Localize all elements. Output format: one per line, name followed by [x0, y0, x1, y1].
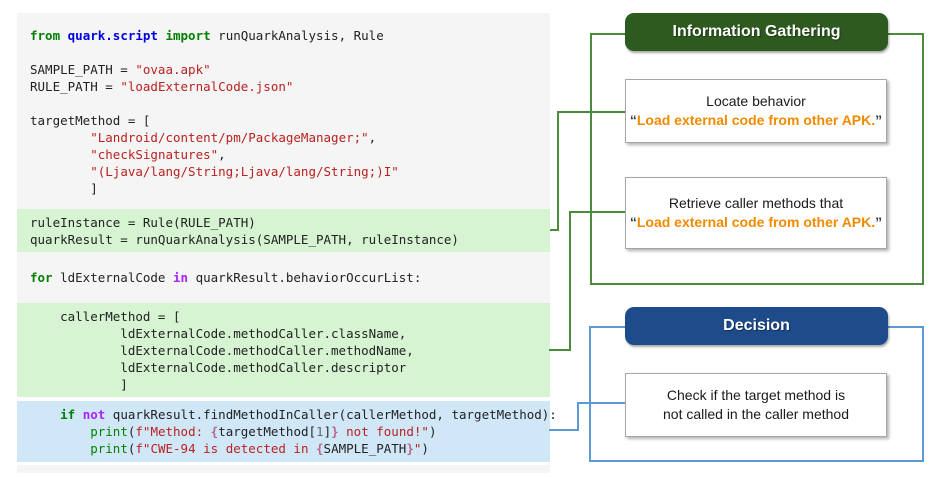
- decision-header: Decision: [625, 307, 888, 345]
- code-line: "Landroid/content/pm/PackageManager;",: [90, 130, 377, 145]
- code-block-setup: from quark.script import runQuarkAnalysi…: [17, 13, 550, 209]
- code-block-footer-strip: [17, 465, 550, 473]
- connector-caller-method-h2: [569, 211, 625, 213]
- code-line: quarkResult = runQuarkAnalysis(SAMPLE_PA…: [30, 232, 459, 247]
- code-line: "checkSignatures",: [90, 147, 226, 162]
- code-block-for-loop: for ldExternalCode in quarkResult.behavi…: [17, 252, 550, 303]
- connector-rule-analysis-v: [557, 111, 559, 231]
- locate-behavior-line2: “Load external code from other APK.”: [630, 111, 882, 130]
- code-line: print(f"Method: {targetMethod[1]} not fo…: [90, 424, 437, 439]
- close-quote: ”: [875, 112, 883, 128]
- open-quote: “: [629, 112, 637, 128]
- code-line: [30, 286, 550, 303]
- code-line: RULE_PATH = "loadExternalCode.json": [30, 79, 294, 94]
- code-line: [30, 252, 550, 269]
- code-line: ldExternalCode.methodCaller.className,: [30, 326, 407, 341]
- locate-behavior-box: Locate behavior “Load external code from…: [625, 79, 887, 143]
- retrieve-callers-box: Retrieve caller methods that “Load exter…: [625, 177, 887, 249]
- code-block-highlight-decision-check: if not quarkResult.findMethodInCaller(ca…: [17, 401, 557, 462]
- code-panel: from quark.script import runQuarkAnalysi…: [17, 13, 557, 473]
- quoted-behavior-text: Load external code from other APK.: [636, 214, 876, 230]
- code-line: ruleInstance = Rule(RULE_PATH): [30, 215, 256, 230]
- code-line: ]: [30, 181, 98, 196]
- code-line: from quark.script import runQuarkAnalysi…: [30, 28, 384, 43]
- connector-caller-method-v: [569, 211, 571, 351]
- decision-title: Decision: [723, 317, 790, 334]
- info-gathering-title: Information Gathering: [672, 23, 841, 40]
- retrieve-callers-line2: “Load external code from other APK.”: [630, 213, 882, 232]
- locate-behavior-line1: Locate behavior: [706, 93, 806, 109]
- connector-decision-check-h1: [549, 429, 579, 431]
- connector-rule-analysis-h1: [550, 229, 559, 231]
- check-target-line1: Check if the target method is: [666, 387, 846, 403]
- close-quote: ”: [875, 214, 883, 230]
- info-gathering-header: Information Gathering: [625, 13, 888, 51]
- quoted-behavior-text: Load external code from other APK.: [636, 112, 876, 128]
- code-line: targetMethod = [: [30, 113, 151, 128]
- code-line: [30, 44, 550, 61]
- connector-caller-method-h1: [549, 349, 571, 351]
- code-line: ldExternalCode.methodCaller.methodName,: [30, 343, 414, 358]
- connector-decision-check-v: [577, 402, 579, 431]
- code-block-highlight-caller-method: callerMethod = [ ldExternalCode.methodCa…: [17, 303, 550, 397]
- code-line: "(Ljava/lang/String;Ljava/lang/String;)I…: [90, 164, 399, 179]
- code-line: for ldExternalCode in quarkResult.behavi…: [30, 270, 422, 285]
- code-block-highlight-rule-analysis: ruleInstance = Rule(RULE_PATH) quarkResul…: [17, 209, 550, 252]
- code-line: if not quarkResult.findMethodInCaller(ca…: [60, 407, 557, 422]
- code-line: ldExternalCode.methodCaller.descriptor: [30, 360, 407, 375]
- connector-decision-check-h2: [577, 402, 625, 404]
- code-line: ]: [30, 377, 128, 392]
- check-target-method-box: Check if the target method is not called…: [625, 373, 887, 437]
- check-target-line2: not called in the caller method: [663, 406, 849, 422]
- code-line: callerMethod = [: [30, 309, 181, 324]
- open-quote: “: [629, 214, 637, 230]
- retrieve-callers-line1: Retrieve caller methods that: [668, 195, 844, 211]
- code-line: print(f"CWE-94 is detected in {SAMPLE_PA…: [90, 441, 429, 456]
- code-line: [30, 95, 550, 112]
- code-line: SAMPLE_PATH = "ovaa.apk": [30, 62, 211, 77]
